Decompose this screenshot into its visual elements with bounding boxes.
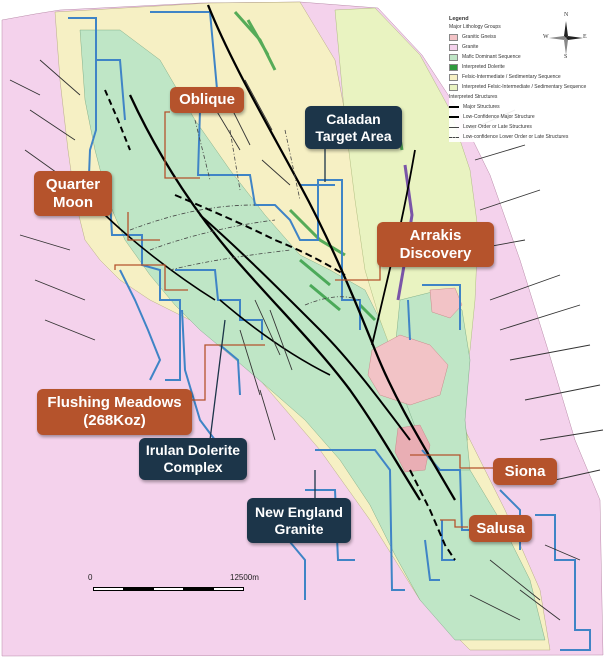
legend-label-lowconf-major: Low-Confidence Major Structure — [463, 114, 535, 120]
legend-title: Legend — [449, 16, 469, 22]
legend-structures-heading: Interpreted Structures — [449, 94, 498, 100]
legend-line-major — [449, 106, 459, 108]
label-arrakis-line2: Discovery — [399, 244, 472, 262]
label-new-england-line1: New England — [255, 503, 343, 520]
label-caladan-line2: Target Area — [315, 127, 392, 144]
legend-row-felsic: Felsic-Intermediate / Sedimentary Sequen… — [449, 72, 599, 82]
label-flushing-line1: Flushing Meadows — [47, 394, 182, 411]
compass-e: E — [583, 34, 587, 40]
legend-row-felsic-interp: Interpreted Felsic-Intermediate / Sedime… — [449, 82, 599, 92]
legend-row-lower-order: Lower Order or Late Structures — [449, 122, 599, 132]
gneiss-body-3 — [429, 287, 463, 319]
scale-bar: 0 12500m — [88, 573, 280, 603]
legend-label-major: Major Structures — [463, 104, 500, 110]
legend-swatch-dolerite — [449, 63, 458, 71]
legend-label-mafic: Mafic Dominant Sequence — [462, 54, 521, 60]
label-flushing-meadows: Flushing Meadows (268Koz) — [37, 389, 192, 435]
legend-label-felsic-interp: Interpreted Felsic-Intermediate / Sedime… — [462, 84, 587, 90]
label-salusa-line1: Salusa — [476, 519, 525, 537]
legend-line-lower-order — [449, 126, 459, 128]
scale-segment-3 — [153, 587, 184, 591]
legend-row-granite: Granite — [449, 42, 599, 52]
legend-line-lowconf-major — [449, 116, 459, 118]
scale-segment-4 — [183, 587, 214, 591]
scale-end: 12500m — [230, 573, 259, 582]
label-irulan-line2: Complex — [163, 459, 223, 475]
label-oblique-line1: Oblique — [179, 91, 235, 108]
legend-swatch-gneiss — [449, 33, 458, 41]
label-irulan: Irulan Dolerite Complex — [139, 438, 247, 480]
label-caladan-line1: Caladan — [326, 110, 381, 127]
label-quarter-moon: Quarter Moon — [34, 171, 112, 216]
scale-segment-2 — [123, 587, 154, 591]
legend-label-lower-order: Lower Order or Late Structures — [463, 124, 532, 130]
compass-w: W — [543, 34, 549, 40]
legend-swatch-felsic — [449, 73, 458, 81]
label-arrakis: Arrakis Discovery — [377, 222, 494, 267]
label-new-england-line2: Granite — [274, 520, 324, 537]
compass-s: S — [564, 54, 568, 60]
legend-label-granite: Granite — [462, 44, 479, 50]
label-irulan-line1: Irulan Dolerite — [145, 442, 241, 459]
label-siona-line1: Siona — [504, 462, 546, 480]
compass-rose-icon — [549, 21, 583, 55]
legend-lithology-heading: Major Lithology Groups — [449, 24, 501, 30]
legend-label-felsic: Felsic-Intermediate / Sedimentary Sequen… — [462, 74, 561, 80]
lower-confidence-structures — [129, 119, 361, 306]
compass-n: N — [564, 12, 569, 18]
scale-start: 0 — [88, 573, 93, 582]
mafic-unit — [79, 29, 546, 641]
north-arrow: N S E W — [543, 12, 589, 61]
legend-row-gneiss: Granitic Gneiss — [449, 32, 599, 42]
label-salusa: Salusa — [469, 515, 532, 542]
label-flushing-line2: (268Koz) — [83, 412, 146, 429]
gneiss-body-2 — [394, 424, 431, 473]
callout-lines — [114, 111, 494, 528]
legend-row-major: Major Structures — [449, 102, 599, 112]
legend-row-lowconf-major: Low-Confidence Major Structure — [449, 112, 599, 122]
label-quarter-moon-line2: Moon — [53, 193, 93, 211]
legend-row-dolerite: Interpreted Dolerite — [449, 62, 599, 72]
label-siona: Siona — [493, 458, 557, 485]
major-structures — [99, 4, 456, 561]
label-new-england: New England Granite — [247, 498, 351, 543]
label-oblique: Oblique — [170, 87, 244, 113]
minor-structures — [9, 59, 604, 621]
label-quarter-moon-line1: Quarter — [45, 175, 101, 193]
scale-segment-1 — [93, 587, 124, 591]
scale-segment-5 — [213, 587, 244, 591]
legend-row-lowconf-lower: Low-confidence Lower Order or Late Struc… — [449, 132, 599, 142]
legend-swatch-granite — [449, 43, 458, 51]
label-arrakis-line1: Arrakis — [409, 226, 462, 244]
legend-line-lowconf-lower — [449, 136, 459, 138]
legend-label-dolerite: Interpreted Dolerite — [462, 64, 505, 70]
label-caladan: Caladan Target Area — [305, 106, 402, 149]
legend-label-lowconf-lower: Low-confidence Lower Order or Late Struc… — [463, 134, 569, 140]
legend-swatch-mafic — [449, 53, 458, 61]
legend-swatch-felsic-interp — [449, 83, 458, 91]
legend-row-mafic: Mafic Dominant Sequence — [449, 52, 599, 62]
legend-label-gneiss: Granitic Gneiss — [462, 34, 497, 40]
dolerite-bands — [233, 11, 404, 322]
